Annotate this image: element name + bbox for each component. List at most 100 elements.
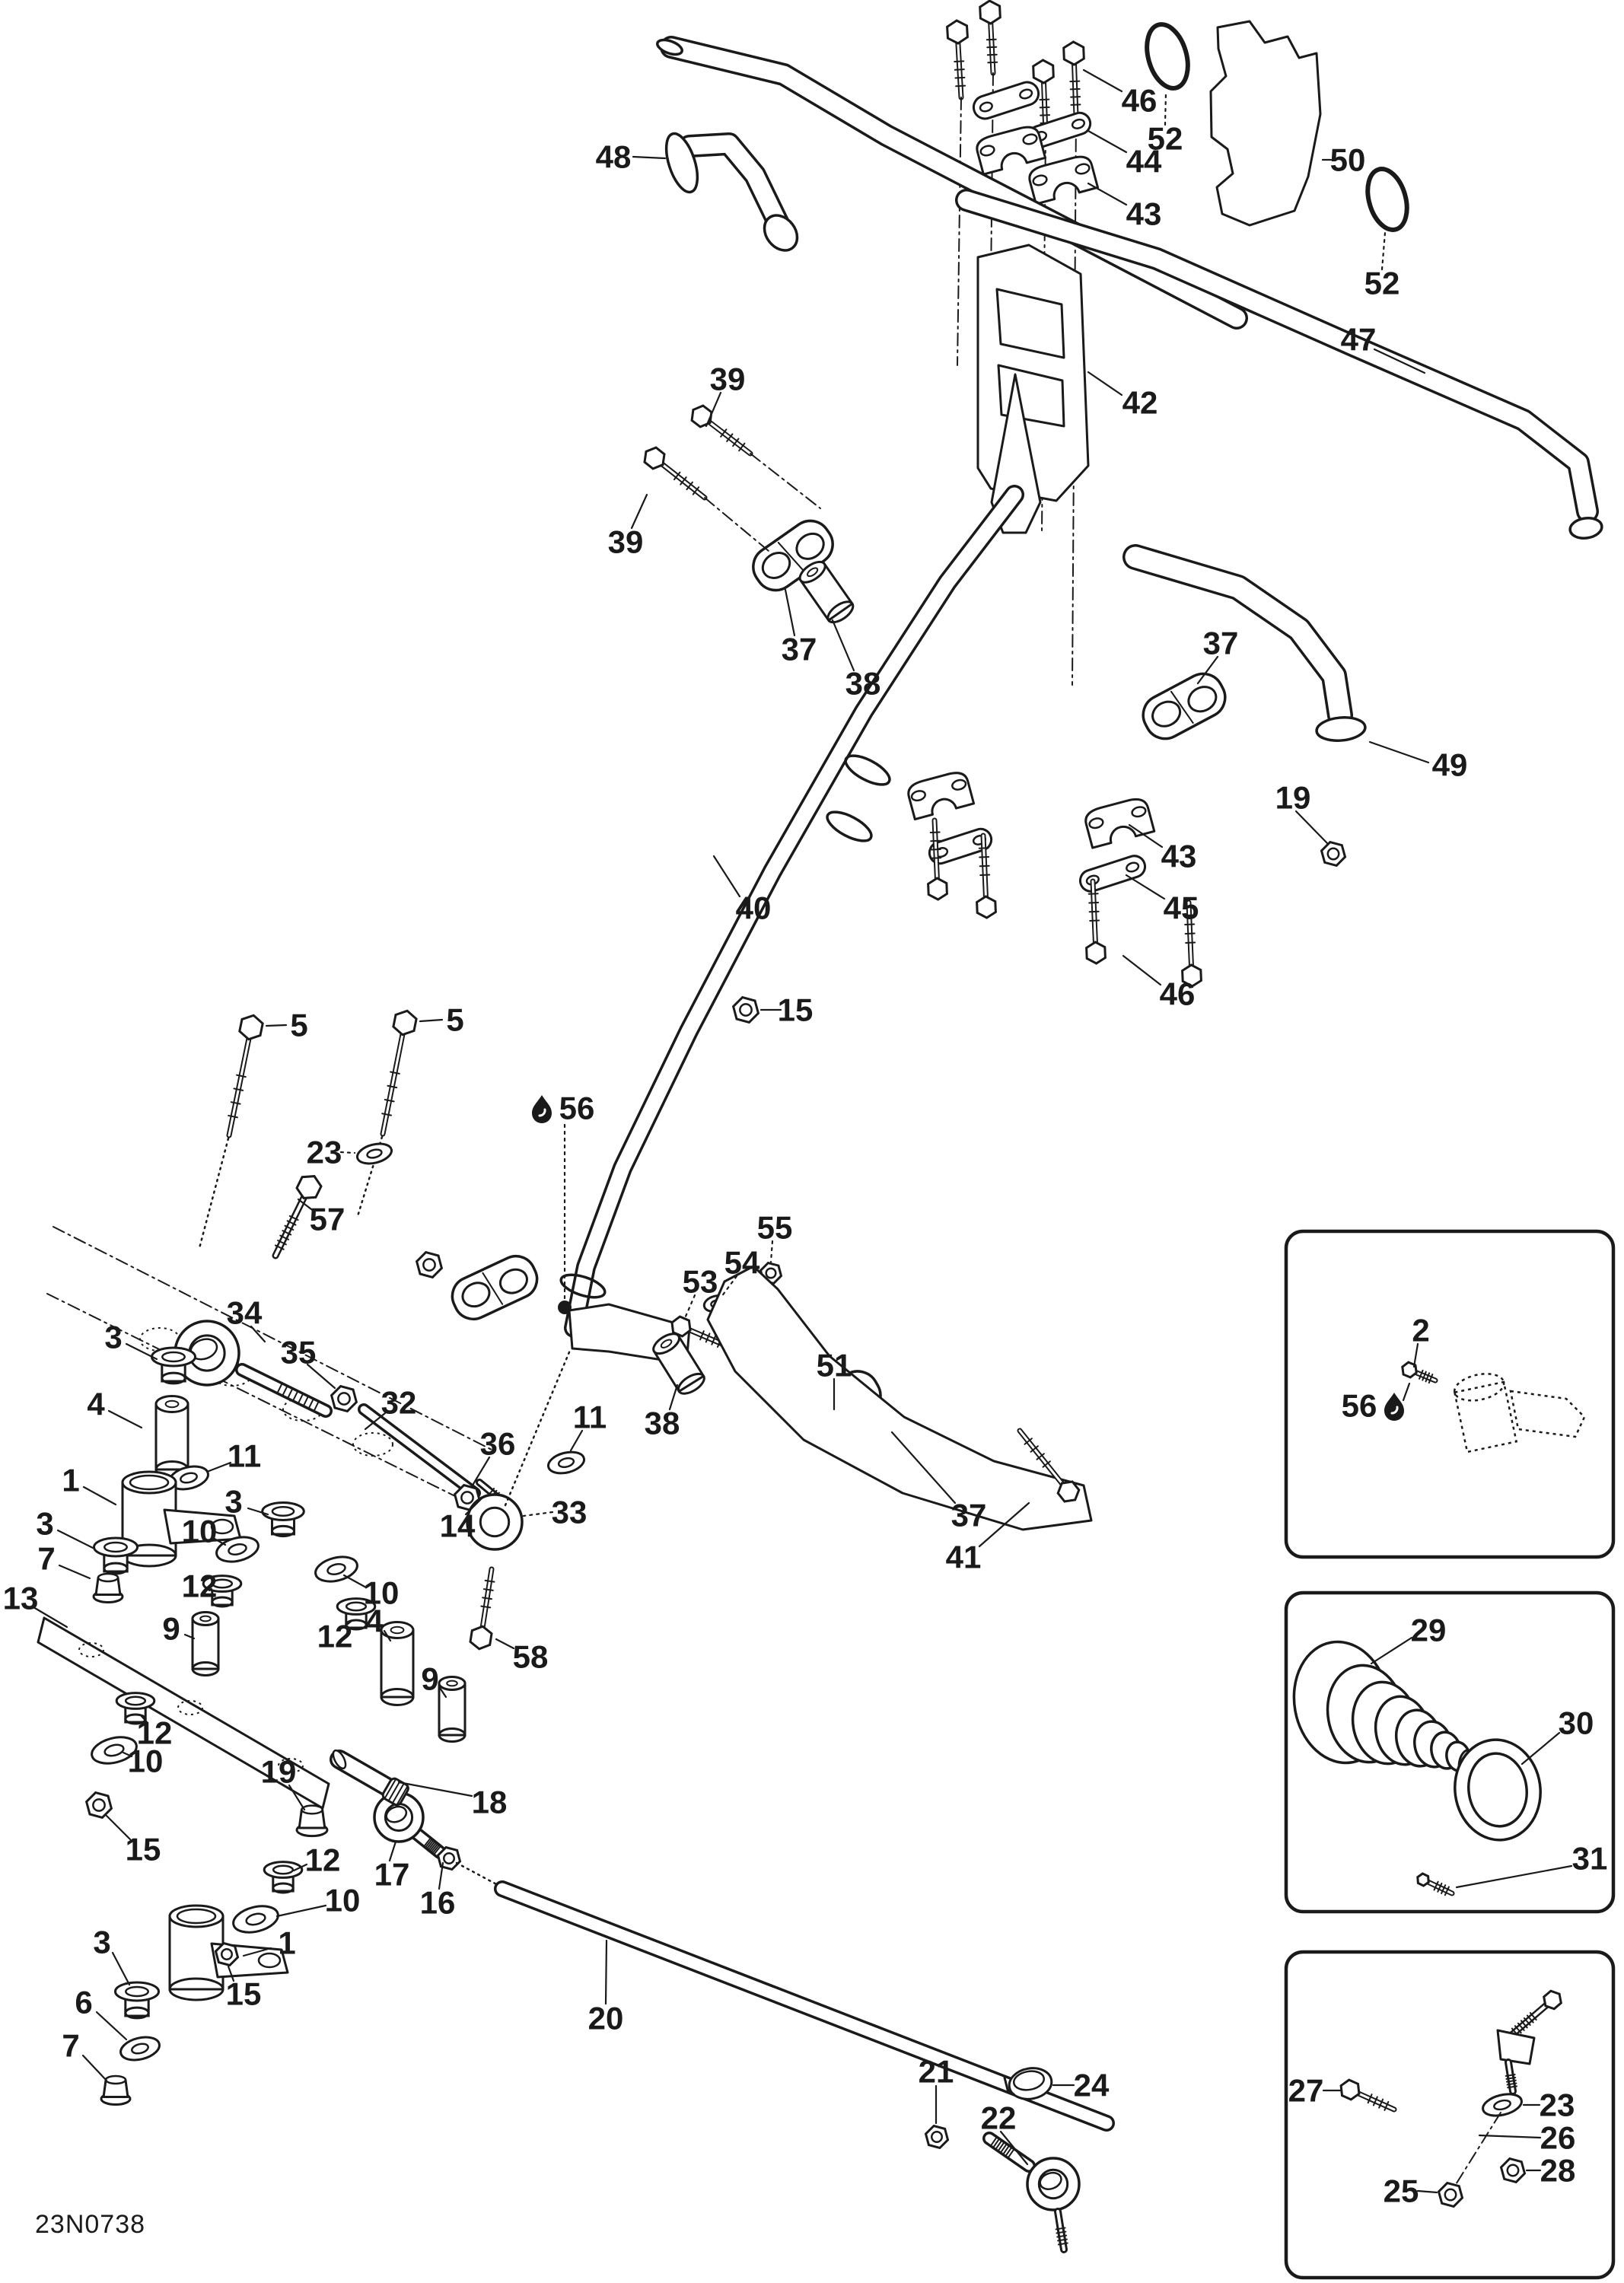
svg-text:38: 38 bbox=[845, 666, 881, 702]
part-dash bbox=[704, 497, 769, 552]
part-tube bbox=[678, 132, 791, 237]
part-label-1: 1 bbox=[278, 1925, 295, 1961]
svg-text:32: 32 bbox=[381, 1385, 417, 1421]
svg-text:3: 3 bbox=[224, 1484, 242, 1520]
part-washer bbox=[314, 1555, 358, 1583]
part-nut bbox=[436, 1845, 462, 1871]
part-label-35: 35 bbox=[281, 1335, 317, 1371]
svg-text:9: 9 bbox=[162, 1611, 180, 1647]
part-label-43: 43 bbox=[1161, 839, 1197, 874]
svg-text:7: 7 bbox=[62, 2028, 79, 2064]
svg-text:12: 12 bbox=[137, 1715, 173, 1751]
part-label-46: 46 bbox=[1122, 83, 1157, 119]
svg-text:16: 16 bbox=[420, 1885, 456, 1921]
svg-text:13: 13 bbox=[3, 1581, 39, 1616]
part-ell bbox=[763, 214, 799, 252]
part-clamp bbox=[907, 772, 976, 821]
part-dashell bbox=[177, 1700, 203, 1715]
part-bush bbox=[113, 1981, 161, 2020]
svg-text:44: 44 bbox=[1126, 144, 1162, 180]
part-label-51: 51 bbox=[817, 1348, 852, 1383]
oil-droplet-icon bbox=[532, 1095, 552, 1123]
svg-text:1: 1 bbox=[278, 1925, 295, 1961]
part-srect bbox=[1078, 855, 1147, 893]
part-label-39: 39 bbox=[710, 361, 746, 397]
part-rodend bbox=[982, 2132, 1081, 2211]
part-dashell bbox=[352, 1432, 393, 1457]
svg-text:45: 45 bbox=[1164, 890, 1199, 926]
part-nut bbox=[330, 1384, 358, 1413]
part-clamp bbox=[1084, 798, 1156, 849]
part-ell bbox=[1365, 167, 1409, 232]
part-label-3: 3 bbox=[93, 1925, 110, 1960]
part-cap24 bbox=[1003, 2067, 1053, 2100]
part-bolt bbox=[1062, 40, 1085, 119]
part-label-36: 36 bbox=[480, 1426, 516, 1462]
svg-text:47: 47 bbox=[1341, 322, 1377, 358]
part-dash bbox=[46, 1293, 465, 1501]
part-label-28: 28 bbox=[1540, 2153, 1576, 2189]
part-label-40: 40 bbox=[736, 890, 772, 926]
part-bolt bbox=[927, 817, 948, 901]
part-ell bbox=[1568, 517, 1603, 540]
part-ell bbox=[1145, 22, 1190, 91]
part-tube bbox=[955, 189, 1599, 523]
svg-text:23: 23 bbox=[1540, 2087, 1575, 2123]
svg-text:22: 22 bbox=[981, 2100, 1017, 2136]
part-label-34: 34 bbox=[227, 1295, 263, 1331]
part-label-3: 3 bbox=[224, 1484, 242, 1520]
part-label-10: 10 bbox=[182, 1514, 218, 1549]
part-dotline bbox=[198, 1137, 230, 1250]
svg-text:46: 46 bbox=[1122, 83, 1157, 119]
svg-text:41: 41 bbox=[946, 1540, 982, 1575]
part-label-3: 3 bbox=[36, 1506, 53, 1542]
part-bush bbox=[150, 1346, 197, 1385]
svg-text:36: 36 bbox=[480, 1426, 516, 1462]
part-bolt bbox=[976, 833, 997, 919]
part-bolt bbox=[469, 1566, 495, 1651]
part-washer bbox=[119, 2036, 161, 2062]
part-washer bbox=[91, 1736, 138, 1765]
part-dash bbox=[53, 1226, 494, 1451]
part-dot bbox=[558, 1301, 572, 1314]
svg-text:12: 12 bbox=[305, 1842, 341, 1878]
part-nut bbox=[1499, 2157, 1527, 2184]
part-coupler bbox=[451, 1254, 539, 1321]
part-label-57: 57 bbox=[310, 1202, 345, 1237]
svg-text:53: 53 bbox=[683, 1264, 718, 1300]
svg-text:6: 6 bbox=[75, 1985, 92, 2020]
part-label-41: 41 bbox=[946, 1540, 982, 1575]
svg-text:15: 15 bbox=[126, 1832, 161, 1867]
svg-text:5: 5 bbox=[446, 1002, 463, 1038]
svg-text:25: 25 bbox=[1384, 2173, 1419, 2209]
part-label-45: 45 bbox=[1164, 890, 1199, 926]
part-spacer bbox=[798, 560, 855, 624]
part-washer bbox=[232, 1905, 279, 1934]
part-knuckle bbox=[121, 1470, 242, 1568]
svg-text:23: 23 bbox=[307, 1135, 342, 1170]
part-label-31: 31 bbox=[1572, 1841, 1608, 1877]
svg-text:42: 42 bbox=[1122, 385, 1158, 421]
part-label-15: 15 bbox=[226, 1976, 262, 2012]
part-label-49: 49 bbox=[1432, 747, 1468, 783]
svg-text:28: 28 bbox=[1540, 2153, 1576, 2189]
part-label-37: 37 bbox=[782, 632, 817, 667]
part-label-56: 56 bbox=[532, 1091, 594, 1126]
svg-text:56: 56 bbox=[559, 1091, 595, 1126]
part-label-5: 5 bbox=[290, 1008, 307, 1043]
part-label-24: 24 bbox=[1074, 2068, 1110, 2103]
part-fnut bbox=[295, 1804, 329, 1838]
part-bolt bbox=[643, 446, 708, 501]
part-label-9: 9 bbox=[162, 1611, 180, 1647]
part-label-7: 7 bbox=[62, 2028, 79, 2064]
svg-text:50: 50 bbox=[1330, 142, 1366, 178]
part-dashell bbox=[78, 1642, 104, 1657]
part-label-37: 37 bbox=[951, 1498, 987, 1533]
part-label-13: 13 bbox=[3, 1581, 39, 1616]
part-spacer bbox=[438, 1676, 467, 1743]
part-rodend bbox=[174, 1320, 333, 1418]
part-label-23: 23 bbox=[307, 1135, 342, 1170]
part-label-27: 27 bbox=[1288, 2073, 1324, 2109]
part-label-21: 21 bbox=[919, 2054, 954, 2090]
part-fnut bbox=[92, 1572, 124, 1603]
